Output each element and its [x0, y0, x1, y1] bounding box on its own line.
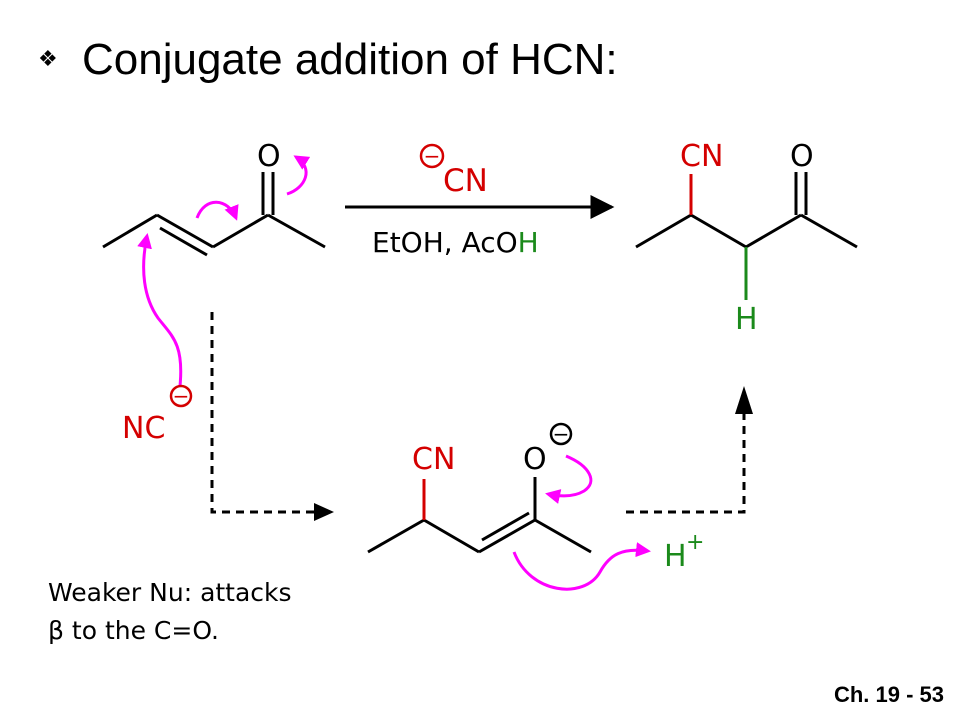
reagent-charge-circle	[419, 143, 445, 169]
bond	[267, 213, 326, 249]
negative-charge-sign: −	[173, 384, 190, 408]
curly-arrow-to-proton	[512, 542, 651, 591]
reagent-cn-label: CN	[443, 163, 488, 199]
bond	[102, 213, 158, 249]
double-bond-inner	[159, 226, 208, 257]
double-bond-outer	[156, 213, 214, 249]
reagent-charge-sign: −	[424, 144, 441, 168]
proton-label: H	[664, 539, 687, 574]
double-bond-inner	[481, 511, 530, 542]
proton-charge: +	[686, 530, 704, 555]
dashed-arrowhead	[735, 386, 753, 414]
bond	[367, 518, 425, 554]
enolate-charge-circle	[549, 422, 573, 446]
conditions-label: EtOH, AcOH	[372, 226, 539, 259]
oxygen-label: O	[257, 139, 281, 174]
curly-arrow-pi-to-co	[195, 200, 239, 221]
negative-charge-circle	[169, 384, 193, 408]
starting-enone: O	[102, 139, 326, 257]
curly-arrow-nucleophile-attack	[137, 233, 183, 387]
enolate-charge-sign: −	[553, 422, 570, 446]
diamond-bullet-icon: ❖	[38, 47, 58, 72]
cn-group-label: CN	[412, 442, 455, 477]
note-line-1: Weaker Nu: attacks	[48, 578, 292, 607]
double-bond-outer	[478, 518, 536, 554]
bond	[423, 518, 480, 554]
page-number: Ch. 19 - 53	[833, 682, 944, 707]
note-line-2: β to the C=O.	[48, 616, 219, 645]
oxygen-label: O	[790, 139, 814, 174]
title-row: ❖ Conjugate addition of HCN:	[38, 30, 618, 90]
curly-arrow-co-to-o	[286, 155, 311, 196]
bond	[800, 213, 858, 249]
bond	[745, 213, 802, 249]
bond	[635, 213, 692, 249]
bond	[690, 213, 747, 249]
cn-group-label: CN	[680, 139, 723, 174]
note-text: Weaker Nu: attacks β to the C=O.	[48, 574, 292, 650]
dashed-arrow-to-product	[626, 410, 746, 514]
product: O CN H	[635, 139, 858, 337]
enolate-intermediate: O − CN	[367, 422, 592, 554]
curly-arrow-oxygen-lone-pair	[545, 454, 593, 504]
reagent-cyanide: − CN	[419, 143, 488, 199]
slide-title: Conjugate addition of HCN:	[82, 35, 618, 84]
hydrogen-label: H	[735, 302, 758, 337]
dashed-arrow-to-enolate	[210, 312, 320, 514]
dashed-arrowhead	[314, 503, 334, 521]
bond	[534, 518, 592, 554]
nucleophile-label: NC	[122, 411, 165, 446]
bond	[212, 213, 269, 249]
oxygen-label: O	[523, 442, 547, 477]
